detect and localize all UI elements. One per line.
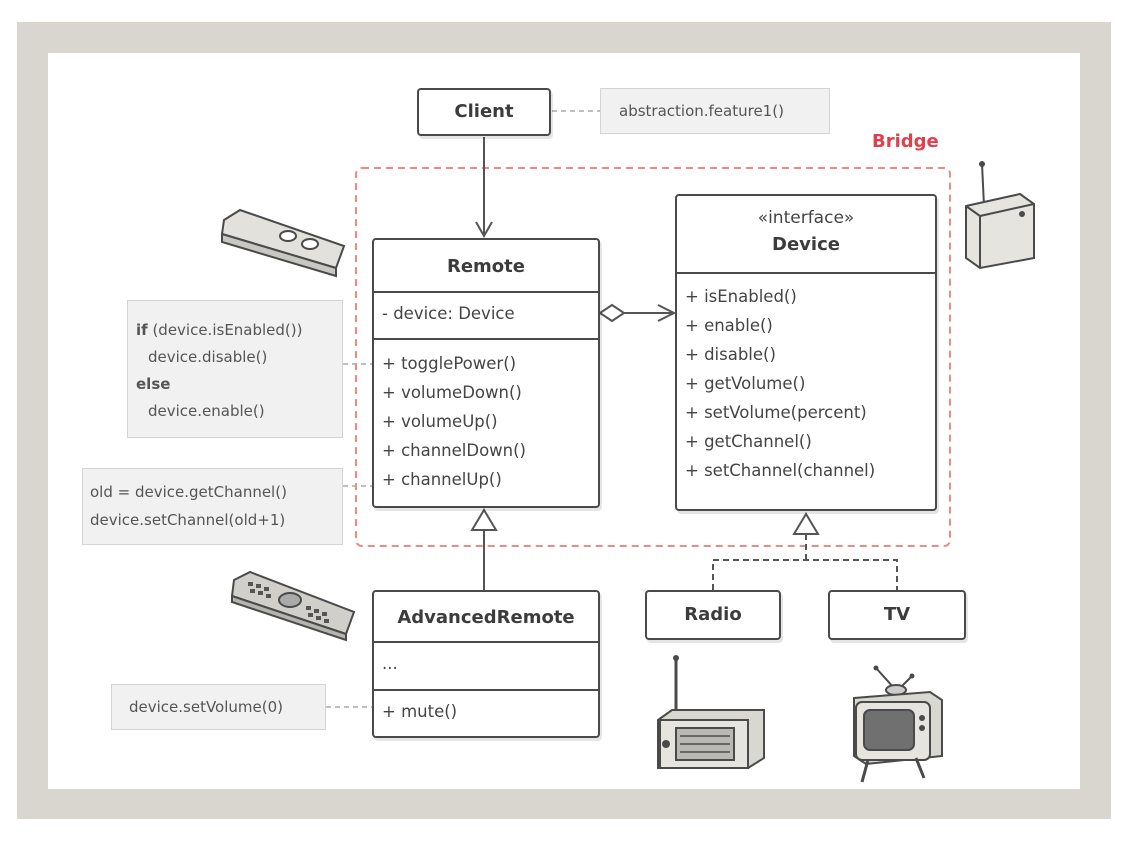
remote-class[interactable]: Remote - device: Device + togglePower() … — [372, 238, 600, 508]
mute-note: device.setVolume(0) — [111, 684, 326, 730]
else-keyword: else — [136, 375, 171, 393]
advanced-remote-field: ... — [382, 654, 398, 673]
device-method: + getChannel() — [685, 432, 812, 451]
device-method: + isEnabled() — [685, 287, 797, 306]
radio-class[interactable]: Radio — [645, 590, 781, 640]
bridge-boundary — [355, 167, 951, 547]
bridge-label: Bridge — [872, 131, 939, 152]
toggle-note-line-2: device.disable() — [148, 348, 268, 366]
remote-divider-2 — [374, 338, 598, 340]
device-method: + enable() — [685, 316, 773, 335]
advanced-remote-icon — [230, 570, 356, 642]
device-method: + setVolume(percent) — [685, 403, 867, 422]
advanced-remote-divider-1 — [374, 641, 598, 643]
client-class[interactable]: Client — [417, 88, 551, 136]
remote-method: + channelUp() — [382, 470, 502, 489]
remote-method: + channelDown() — [382, 441, 526, 460]
client-note-text: abstraction.feature1() — [619, 102, 784, 120]
remote-method: + volumeDown() — [382, 383, 522, 402]
advanced-remote-class[interactable]: AdvancedRemote ... + mute() — [372, 590, 600, 738]
tv-title: TV — [883, 604, 911, 625]
realization-arrow — [712, 512, 898, 590]
device-divider — [677, 272, 935, 274]
tv-icon — [853, 665, 943, 783]
device-method: + setChannel(channel) — [685, 461, 876, 480]
client-title: Client — [454, 101, 514, 122]
advanced-remote-method: + mute() — [382, 702, 458, 721]
channel-up-note: old = device.getChannel() device.setChan… — [82, 468, 343, 545]
toggle-note-line-4: device.enable() — [148, 402, 265, 420]
client-note: abstraction.feature1() — [600, 88, 830, 134]
remote-field: - device: Device — [382, 304, 515, 323]
toggle-power-note: if (device.isEnabled()) device.disable()… — [127, 300, 343, 438]
device-box-icon — [965, 161, 1035, 270]
channel-note-line-2: device.setChannel(old+1) — [90, 511, 286, 529]
if-condition: (device.isEnabled()) — [147, 321, 303, 339]
device-title: Device — [772, 234, 840, 255]
channel-note-line-1: old = device.getChannel() — [90, 483, 287, 501]
radio-icon — [657, 655, 765, 769]
advanced-remote-title: AdvancedRemote — [397, 607, 575, 628]
device-method: + getVolume() — [685, 374, 806, 393]
inheritance-arrow — [470, 508, 498, 590]
tv-class[interactable]: TV — [828, 590, 966, 640]
remote-method: + volumeUp() — [382, 412, 498, 431]
radio-title: Radio — [684, 604, 742, 625]
aggregation-arrow — [598, 303, 677, 323]
device-interface[interactable]: «interface» Device + isEnabled() + enabl… — [675, 194, 937, 511]
remote-method: + togglePower() — [382, 354, 517, 373]
remote-title: Remote — [446, 256, 525, 277]
mute-note-text: device.setVolume(0) — [129, 698, 283, 716]
device-stereotype: «interface» — [757, 208, 855, 228]
device-method: + disable() — [685, 345, 776, 364]
toggle-note-line-1: if (device.isEnabled()) — [136, 321, 302, 339]
remote-control-icon — [220, 208, 346, 278]
remote-divider-1 — [374, 291, 598, 293]
if-keyword: if — [136, 321, 148, 339]
advanced-remote-divider-2 — [374, 689, 598, 691]
